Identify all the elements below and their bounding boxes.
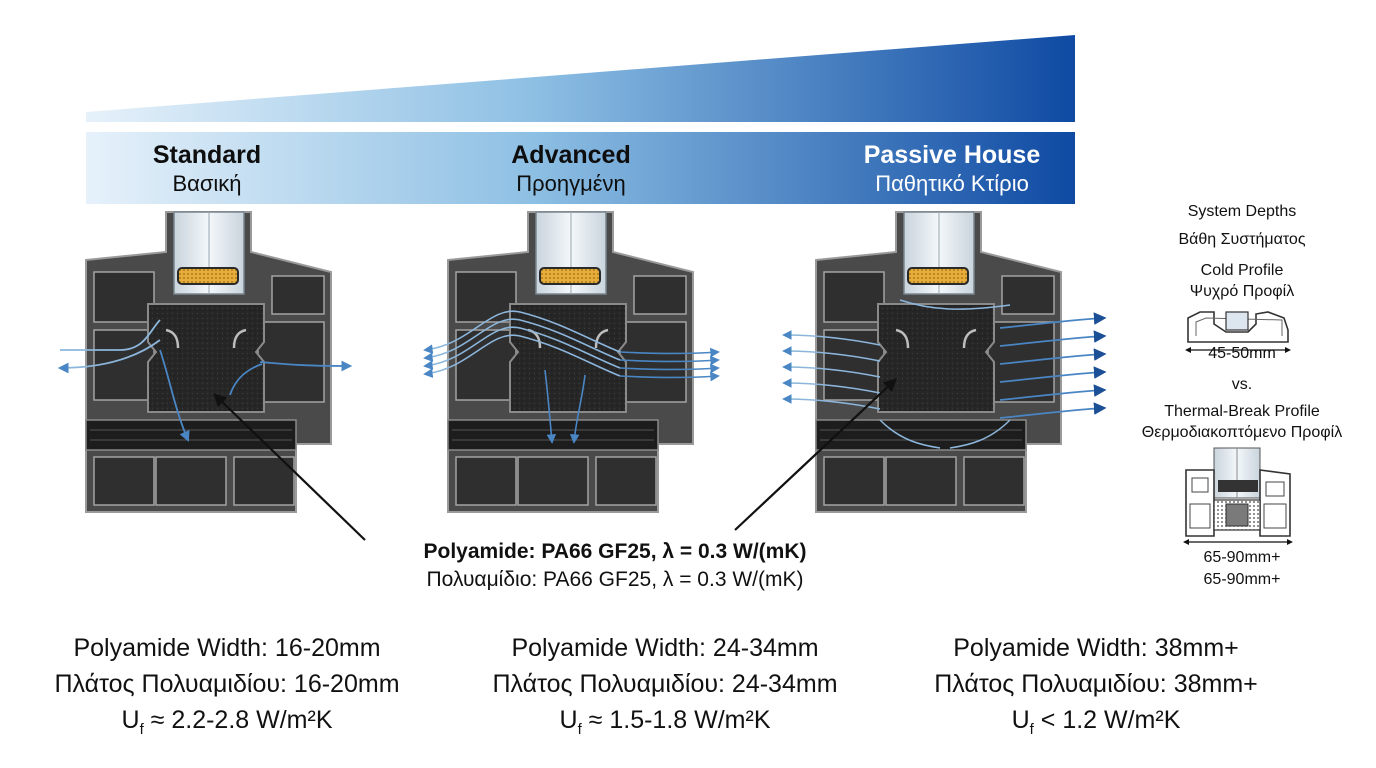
thermal-break-depth-bold: 65-90mm+ <box>1203 549 1281 566</box>
profile-chamber <box>1001 275 1055 315</box>
thermal-break-depth: 65-90mm+ <box>1203 571 1281 588</box>
profile-chamber <box>93 456 155 506</box>
heat-flow-line <box>782 330 881 346</box>
polyamide-width: Polyamide Width: 16-20mm <box>73 634 381 662</box>
heat-flow-line <box>259 360 353 372</box>
tier-stats-advanced: Polyamide Width: 24-34mm Πλάτος Πολυαμιδ… <box>445 630 885 748</box>
tier-title-gr: Παθητικό Κτίριο <box>875 171 1029 196</box>
heat-flow-line <box>569 374 586 444</box>
heat-flow-line <box>899 299 1011 310</box>
tier-stats-standard: Polyamide Width: 16-20mm Πλάτος Πολυαμιδ… <box>7 630 447 748</box>
polyamide-width-gr: Πλάτος Πολυαμιδίου: 24-34mm <box>492 670 838 698</box>
heat-flow-line <box>229 363 263 396</box>
callout-en: Polyamide: PA66 GF25, λ = 0.3 W/(mK) <box>423 540 807 563</box>
callout-arrow-right <box>734 378 897 531</box>
polyamide-core <box>509 303 627 413</box>
heat-flow-line <box>60 319 161 351</box>
uf-value: Uf ≈ 2.2-2.8 W/m²K <box>121 706 333 738</box>
heat-flow-line <box>619 371 720 382</box>
heat-flow-line <box>423 310 621 354</box>
thermal-break-label: Thermal-Break Profile <box>1164 403 1320 420</box>
tier-title-en: Standard <box>152 141 262 169</box>
heat-flow-line <box>782 362 881 378</box>
polyamide-core <box>877 303 995 413</box>
profile-chamber <box>455 456 517 506</box>
system-depths-title: System Depths <box>1187 203 1297 220</box>
system-depths-title-gr: Βάθη Συστήματος <box>1178 231 1306 248</box>
uf-value: Uf ≈ 1.5-1.8 W/m²K <box>559 706 771 738</box>
callout-gr: Πολυαμίδιο: PA66 GF25, λ = 0.3 W/(mK) <box>426 568 804 591</box>
polyamide-core <box>147 303 265 413</box>
heat-flow-line <box>782 378 881 394</box>
thermal-break-profile-drawing <box>1183 447 1293 545</box>
heat-flow-line <box>619 355 720 366</box>
profile-chamber <box>271 275 325 315</box>
heat-flow-line <box>782 346 881 362</box>
profile-chamber <box>595 456 657 506</box>
heat-flow-line <box>544 369 557 444</box>
cold-profile-drawing <box>1185 311 1291 353</box>
heat-flow-line <box>949 419 1011 449</box>
heat-flow-line <box>999 402 1107 419</box>
heat-flow-line <box>999 384 1107 401</box>
cold-profile-label: Cold Profile <box>1200 262 1284 279</box>
polyamide-width: Polyamide Width: 24-34mm <box>511 634 819 662</box>
profile-chamber <box>233 456 295 506</box>
profile-chamber <box>155 456 227 506</box>
performance-wedge <box>86 35 1075 122</box>
tier-title-gr: Προηγμένη <box>516 171 626 196</box>
tier-title-advanced: Advanced Προηγμένη <box>441 140 701 198</box>
tier-banner <box>86 132 1075 204</box>
heat-flow-line <box>999 330 1107 347</box>
tier-title-passive-house: Passive House Παθητικό Κτίριο <box>822 140 1082 198</box>
polyamide-width: Polyamide Width: 38mm+ <box>953 634 1239 662</box>
callout-arrow-left <box>213 393 366 541</box>
polyamide-width-gr: Πλάτος Πολυαμιδίου: 16-20mm <box>54 670 400 698</box>
profile-chamber <box>823 271 885 323</box>
heat-flow-line <box>423 326 621 370</box>
profile-chamber <box>823 456 885 506</box>
profile-chamber <box>455 329 517 401</box>
tier-title-gr: Βασική <box>172 171 242 196</box>
uf-value: Uf < 1.2 W/m²K <box>1011 706 1181 738</box>
profile-chamber <box>885 456 957 506</box>
heat-flow-line <box>999 312 1107 329</box>
profile-chamber <box>455 271 517 323</box>
profile-chamber <box>517 456 589 506</box>
profile-section-advanced <box>447 211 694 513</box>
polyamide-width-gr: Πλάτος Πολυαμιδίου: 38mm+ <box>934 670 1258 698</box>
heat-flow-line <box>423 334 621 378</box>
heat-flow-line <box>423 318 621 362</box>
heat-flow-line <box>57 339 161 374</box>
profile-section-standard <box>85 211 332 513</box>
polyamide-callout: Polyamide: PA66 GF25, λ = 0.3 W/(mK) Πολ… <box>340 538 890 594</box>
tier-title-en: Passive House <box>863 141 1041 169</box>
tier-title-en: Advanced <box>511 141 631 169</box>
profile-chamber <box>633 275 687 315</box>
tier-title-standard: Standard Βασική <box>77 140 337 198</box>
heat-flow-line <box>619 347 720 358</box>
profile-chamber <box>963 456 1025 506</box>
heat-flow-line <box>782 394 881 410</box>
heat-flow-line <box>999 366 1107 383</box>
tier-stats-passive-house: Polyamide Width: 38mm+ Πλάτος Πολυαμιδίο… <box>876 630 1316 748</box>
heat-flow-line <box>999 348 1107 365</box>
vs-label: vs. <box>1231 376 1253 393</box>
cold-profile-depth: 45-50mm <box>1208 345 1276 362</box>
profile-chamber <box>93 271 155 323</box>
cold-profile-label-gr: Ψυχρό Προφίλ <box>1189 283 1295 300</box>
heat-flow-line <box>879 419 941 449</box>
heat-flow-line <box>619 363 720 374</box>
heat-flow-line <box>159 349 190 442</box>
thermal-break-label-gr: Θερμοδιακοπτόμενο Προφίλ <box>1141 424 1343 441</box>
profile-section-passive-house <box>815 211 1062 513</box>
